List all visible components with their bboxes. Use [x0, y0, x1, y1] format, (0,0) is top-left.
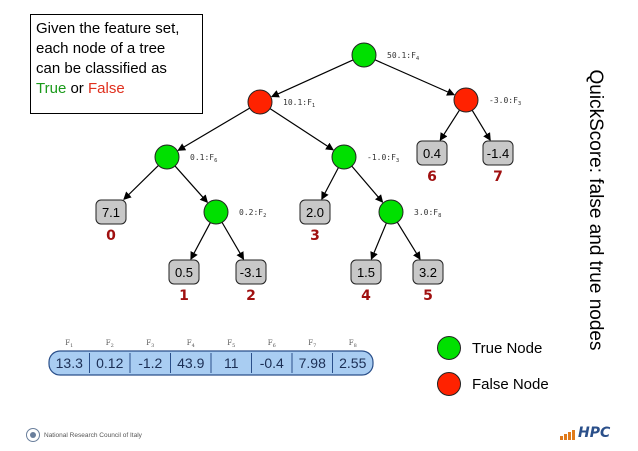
leaf-value: 7.1	[102, 205, 120, 220]
true-node-legend-label: True Node	[472, 339, 543, 357]
feature-name: F8	[349, 339, 357, 349]
leaf-index: 7	[493, 169, 503, 185]
tree-node-n5-true	[203, 199, 229, 225]
edge-n0-n1	[270, 59, 354, 98]
edge-n4-l3	[321, 167, 339, 201]
feature-name: F2	[106, 339, 114, 349]
edge-n2-l7	[471, 109, 491, 142]
tree-node-n1-false	[247, 89, 273, 115]
leaf-value: 2.0	[306, 205, 324, 220]
leaf-value: -1.4	[487, 146, 509, 161]
leaf-l3	[299, 199, 331, 225]
leaf-index: 4	[361, 288, 371, 304]
tree-node-n6-true	[378, 199, 404, 225]
feature-name: F6	[268, 339, 276, 349]
leaf-index: 3	[310, 228, 320, 244]
false-word: False	[87, 80, 125, 97]
edge-n4-n6	[351, 165, 384, 203]
feature-value: 7.98	[299, 355, 326, 371]
leaf-value: 0.5	[175, 265, 193, 280]
leaf-index: 2	[246, 288, 256, 304]
info-box: Given the feature set, each node of a tr…	[30, 14, 203, 114]
hpc-logo: HPC	[560, 426, 610, 440]
feature-value: 13.3	[56, 355, 83, 371]
node-condition-label: 0.2:F2	[239, 208, 266, 219]
footer-institution: National Research Council of Italy	[26, 428, 142, 442]
edge-n0-n2	[374, 59, 456, 96]
edge-n5-l2	[221, 222, 245, 261]
leaf-l6	[416, 140, 448, 166]
info-line-4: True or False	[36, 79, 202, 99]
slide-title-text: QuickScore: false and true nodes	[585, 69, 606, 351]
tree-node-n4-true	[331, 144, 357, 170]
info-line-1: Given the feature set,	[36, 20, 180, 37]
feature-value: 2.55	[339, 355, 366, 371]
or-word: or	[66, 80, 88, 97]
true-node-legend-icon	[437, 336, 461, 360]
leaf-index: 1	[179, 288, 189, 304]
legend-false: False Node	[437, 372, 549, 396]
node-condition-label: 0.1:F6	[190, 153, 217, 164]
feature-name: F3	[146, 339, 154, 349]
leaf-l2	[235, 259, 267, 285]
tree-node-n3-true	[154, 144, 180, 170]
legend-true: True Node	[437, 336, 542, 360]
node-condition-label: 10.1:F1	[283, 98, 315, 109]
edge-n2-l6	[439, 109, 461, 142]
feature-value: -0.4	[260, 355, 284, 371]
leaf-l5	[412, 259, 444, 285]
leaf-l0	[95, 199, 127, 225]
node-condition-label: -3.0:F3	[489, 96, 521, 107]
hpc-logo-text: HPC	[578, 425, 611, 441]
leaf-l1	[168, 259, 200, 285]
false-node-legend-icon	[437, 372, 461, 396]
leaf-index: 0	[106, 228, 116, 244]
tree-node-n0-true	[351, 42, 377, 68]
info-line-2: each node of a tree	[36, 40, 166, 57]
cnr-logo-icon	[26, 428, 40, 442]
edge-n5-l1	[190, 222, 211, 260]
feature-value: 0.12	[96, 355, 123, 371]
info-line-3: can be classified as	[36, 60, 167, 77]
edge-n1-n3	[177, 107, 250, 151]
feature-name: F1	[65, 339, 73, 349]
edge-n3-l0	[123, 164, 159, 200]
edge-n6-l4	[370, 222, 387, 261]
feature-name: F4	[187, 339, 195, 349]
leaf-value: 0.4	[423, 146, 441, 161]
edge-n3-n5	[174, 165, 209, 204]
tree-node-n2-false	[453, 87, 479, 113]
feature-value: 11	[224, 355, 239, 371]
hpc-bars-icon	[560, 430, 576, 440]
feature-name: F5	[227, 339, 235, 349]
leaf-value: 3.2	[419, 265, 437, 280]
leaf-index: 6	[427, 169, 437, 185]
feature-name: F7	[308, 339, 316, 349]
leaf-l7	[482, 140, 514, 166]
leaf-value: -3.1	[240, 265, 262, 280]
leaf-l4	[350, 259, 382, 285]
node-condition-label: 3.0:F8	[414, 208, 441, 219]
leaf-index: 5	[423, 288, 433, 304]
leaf-value: 1.5	[357, 265, 375, 280]
feature-value: -1.2	[138, 355, 162, 371]
false-node-legend-label: False Node	[472, 375, 549, 393]
feature-value: 43.9	[177, 355, 204, 371]
edge-n1-n4	[269, 108, 334, 151]
edge-n6-l5	[396, 221, 421, 261]
node-condition-label: -1.0:F3	[367, 153, 399, 164]
node-condition-label: 50.1:F4	[387, 51, 420, 62]
true-word: True	[36, 80, 67, 97]
institution-name: National Research Council of Italy	[44, 431, 142, 439]
